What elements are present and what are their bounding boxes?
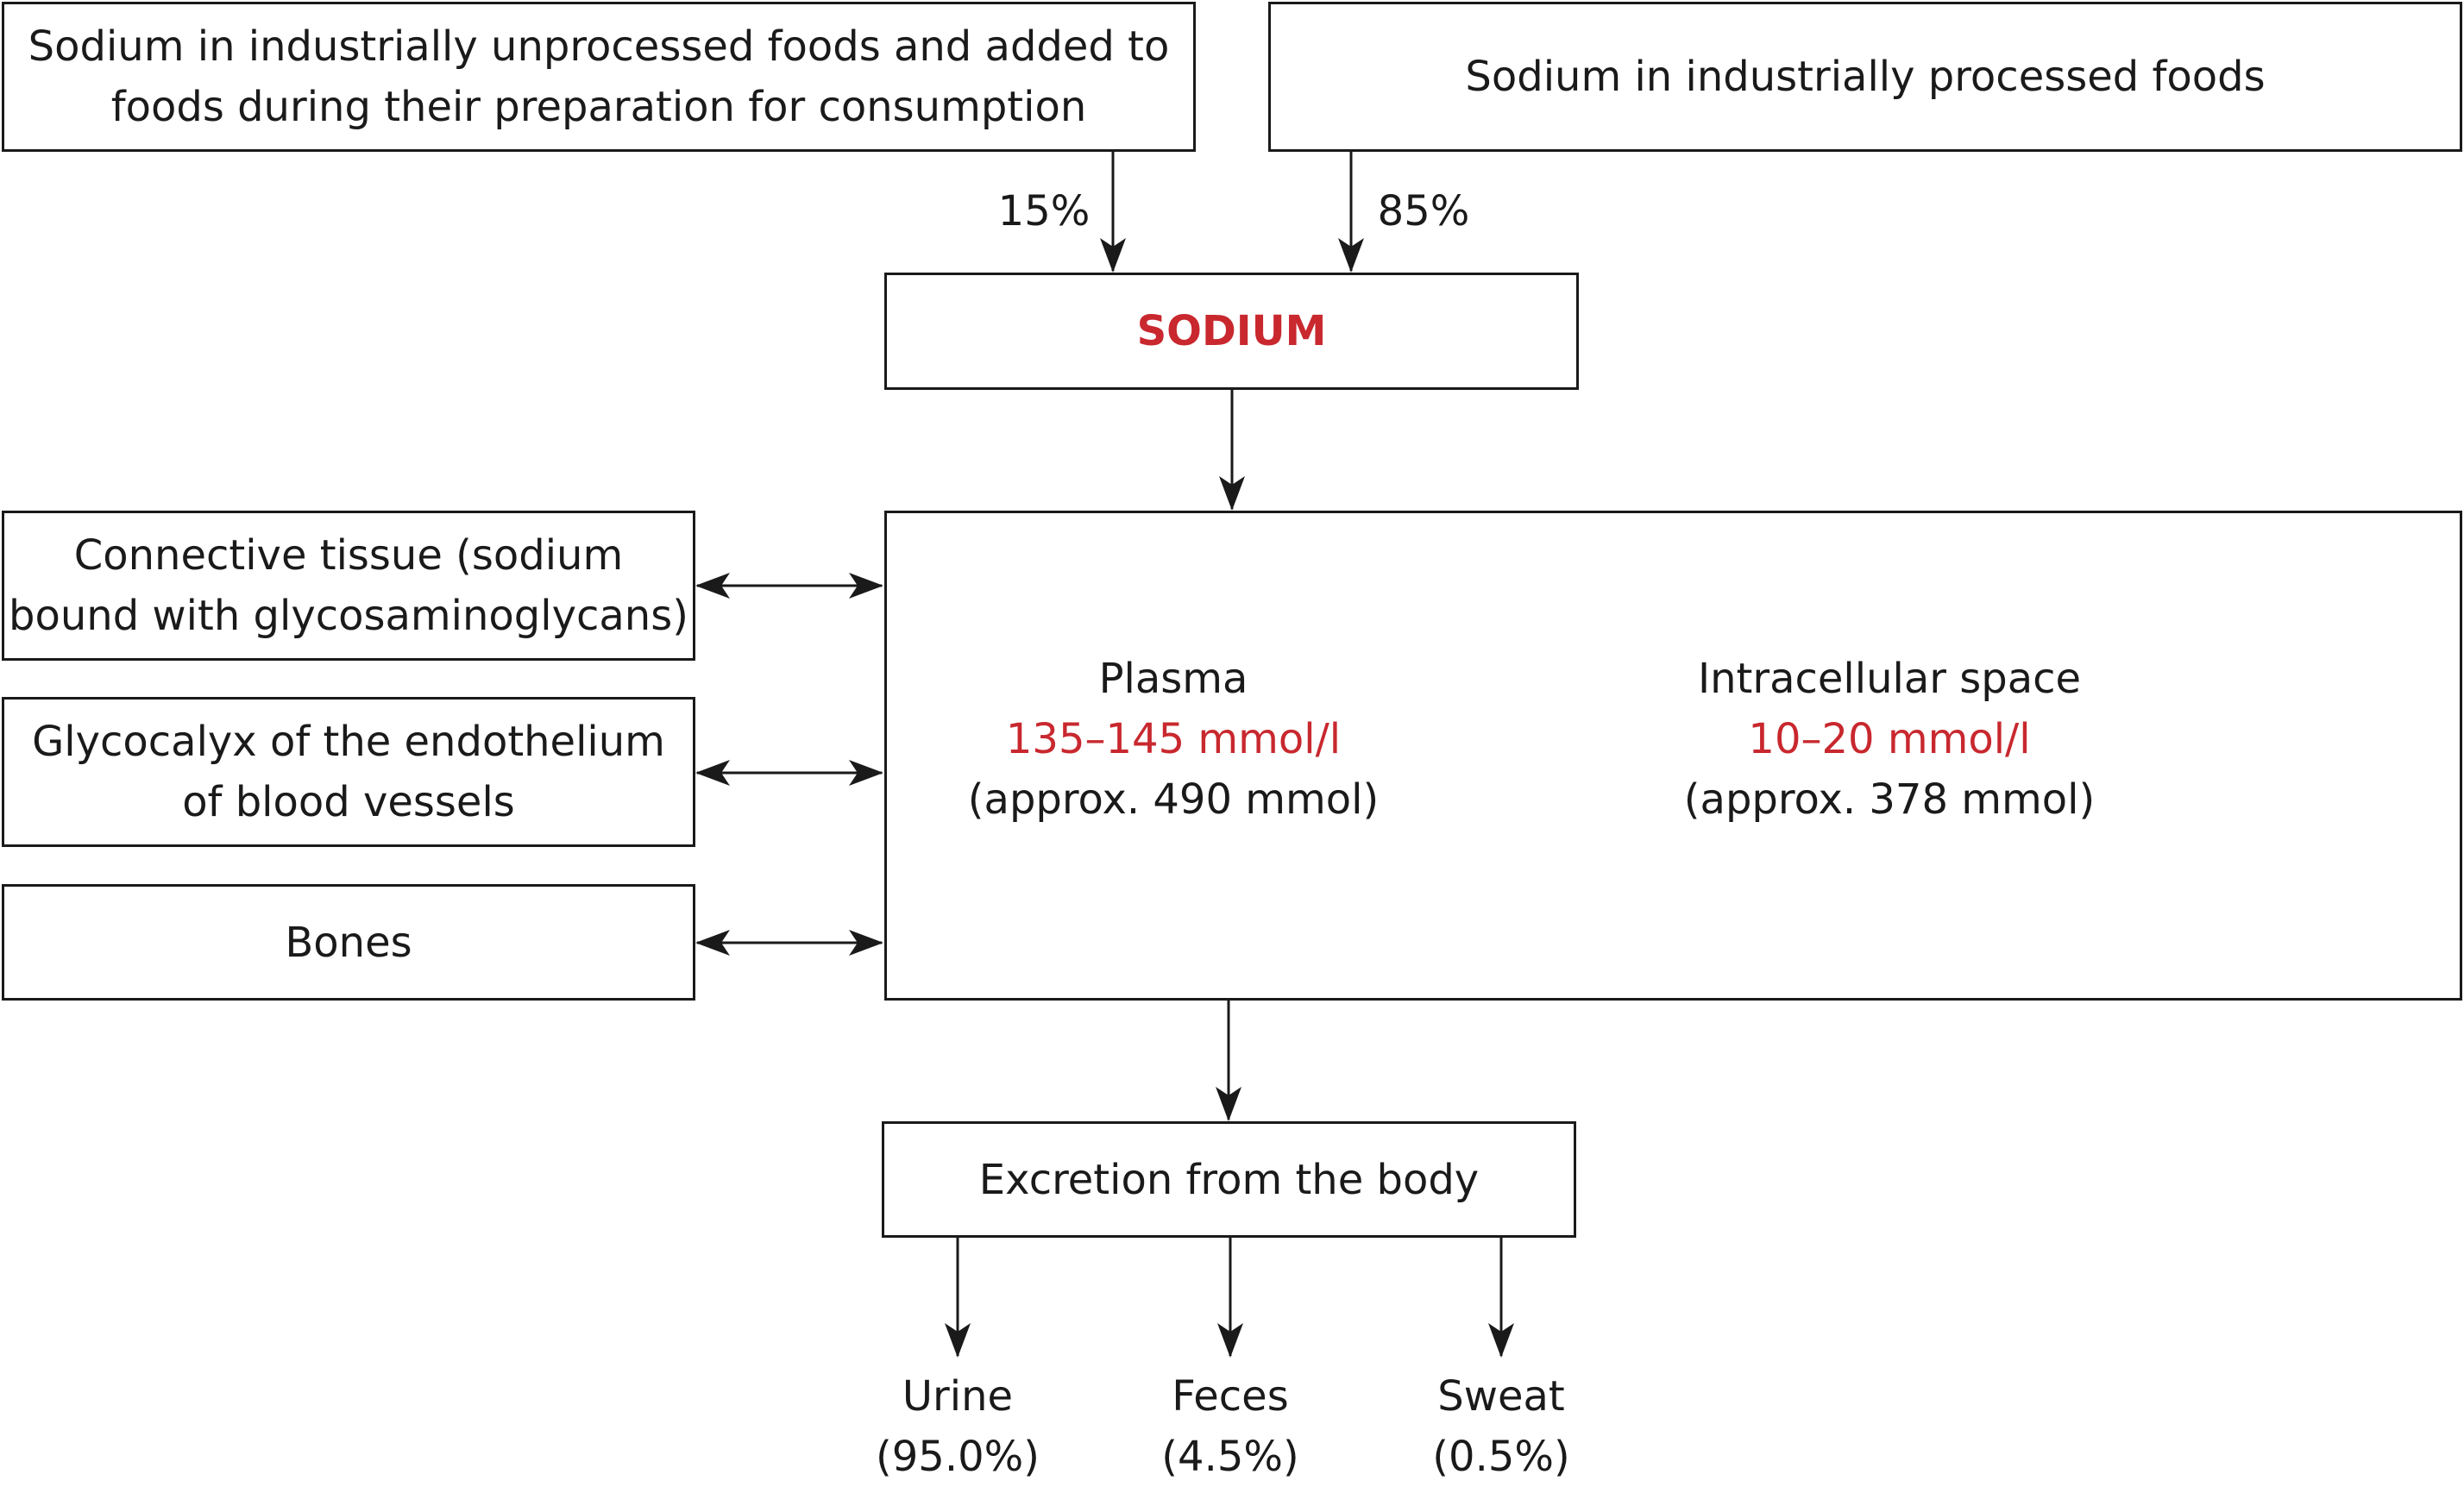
- processed-foods-text: Sodium in industrially processed foods: [1465, 53, 2266, 101]
- connective-tissue-line1: Connective tissue (sodium: [73, 531, 624, 580]
- glycocalyx-line2: of blood vessels: [182, 778, 515, 826]
- plasma-name: Plasma: [1098, 655, 1248, 703]
- intracellular-range: 10–20 mmol/l: [1748, 715, 2031, 763]
- connective-tissue-box: Connective tissue (sodium bound with gly…: [2, 511, 695, 661]
- unprocessed-share-label: 15%: [997, 187, 1091, 235]
- intracellular-name: Intracellular space: [1697, 655, 2082, 703]
- route-sweat-share: (0.5%): [1432, 1433, 1570, 1481]
- compartments-box: [884, 511, 2462, 1001]
- route-sweat: Sweat (0.5%): [1372, 1366, 1631, 1487]
- route-urine: Urine (95.0%): [828, 1366, 1087, 1487]
- route-urine-share: (95.0%): [876, 1433, 1040, 1481]
- route-feces-name: Feces: [1172, 1372, 1289, 1421]
- unprocessed-foods-line2: foods during their preparation for consu…: [110, 83, 1087, 131]
- bones-box: Bones: [2, 884, 695, 1001]
- processed-foods-box: Sodium in industrially processed foods: [1268, 2, 2462, 152]
- plasma-amount: (approx. 490 mmol): [967, 775, 1380, 824]
- excretion-label: Excretion from the body: [978, 1155, 1480, 1204]
- plasma-range: 135–145 mmol/l: [1005, 715, 1342, 763]
- unprocessed-foods-box: Sodium in industrially unprocessed foods…: [2, 2, 1196, 152]
- connective-tissue-text: Connective tissue (sodium bound with gly…: [9, 525, 688, 646]
- route-feces-share: (4.5%): [1161, 1433, 1299, 1481]
- connective-tissue-line2: bound with glycosaminoglycans): [9, 592, 688, 640]
- intracellular-amount: (approx. 378 mmol): [1683, 775, 2096, 824]
- sodium-label: SODIUM: [1136, 307, 1327, 355]
- excretion-box: Excretion from the body: [882, 1121, 1576, 1238]
- unprocessed-foods-text: Sodium in industrially unprocessed foods…: [28, 16, 1170, 137]
- unprocessed-foods-line1: Sodium in industrially unprocessed foods…: [28, 22, 1170, 71]
- route-sweat-name: Sweat: [1437, 1372, 1565, 1421]
- glycocalyx-box: Glycocalyx of the endothelium of blood v…: [2, 697, 695, 847]
- bones-text: Bones: [285, 918, 412, 967]
- route-urine-name: Urine: [902, 1372, 1014, 1421]
- route-feces: Feces (4.5%): [1101, 1366, 1360, 1487]
- glycocalyx-line1: Glycocalyx of the endothelium: [32, 718, 665, 766]
- intracellular-block: Intracellular space 10–20 mmol/l (approx…: [1639, 649, 2140, 830]
- plasma-block: Plasma 135–145 mmol/l (approx. 490 mmol): [932, 649, 1415, 830]
- glycocalyx-text: Glycocalyx of the endothelium of blood v…: [32, 712, 665, 832]
- sodium-box: SODIUM: [884, 273, 1579, 390]
- processed-share-label: 85%: [1377, 187, 1470, 235]
